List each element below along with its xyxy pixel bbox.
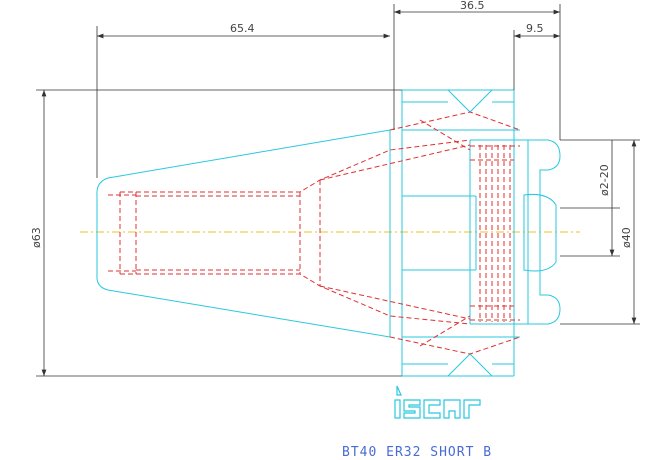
hidden-lines (108, 111, 521, 355)
dim-o2-20: ø2-20 (598, 164, 611, 196)
drawing-caption: BT40 ER32 SHORT B (342, 445, 492, 460)
dimension-lines (36, 4, 640, 377)
dim-36-5: 36.5 (460, 0, 485, 12)
dim-o63: ø63 (30, 227, 43, 248)
iscar-logo (394, 385, 481, 419)
dim-o40: ø40 (620, 227, 633, 248)
tool-outline (96, 89, 561, 377)
dim-9-5: 9.5 (526, 22, 544, 35)
dim-65-4: 65.4 (230, 22, 255, 35)
